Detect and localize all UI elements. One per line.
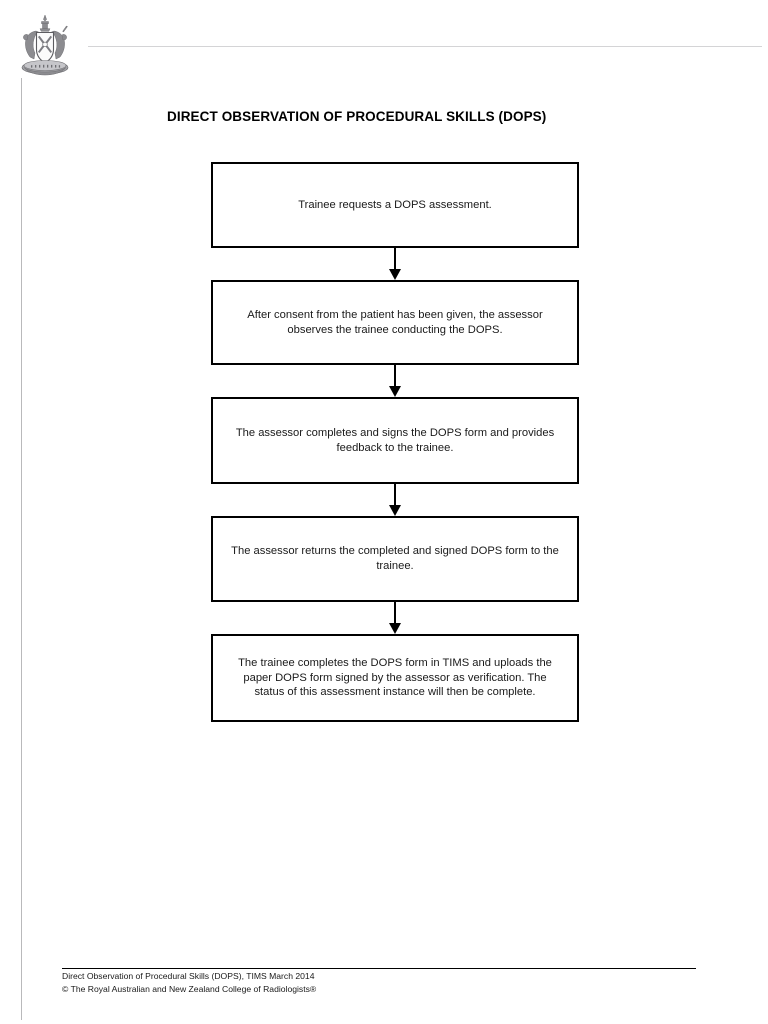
- down-arrow-icon: [389, 386, 401, 397]
- header-divider-line: [88, 46, 762, 47]
- flowchart-step-5: The trainee completes the DOPS form in T…: [211, 634, 579, 722]
- coat-of-arms-logo: [14, 12, 76, 82]
- flowchart-step-2-text: After consent from the patient has been …: [247, 308, 543, 336]
- flowchart-step-3: The assessor completes and signs the DOP…: [211, 397, 579, 484]
- down-arrow-icon: [389, 623, 401, 634]
- flow-connector-1: [211, 248, 579, 280]
- connector-stem: [393, 365, 397, 389]
- flowchart-step-2: After consent from the patient has been …: [211, 280, 579, 365]
- flowchart-step-4-text: The assessor returns the completed and s…: [231, 545, 559, 572]
- flowchart-step-3-text: The assessor completes and signs the DOP…: [235, 426, 555, 454]
- dops-process-flowchart: Trainee requests a DOPS assessment. Afte…: [211, 162, 579, 722]
- flow-connector-4: [211, 602, 579, 634]
- connector-stem: [393, 484, 397, 508]
- page-footer: Direct Observation of Procedural Skills …: [62, 968, 696, 996]
- connector-stem: [393, 602, 397, 626]
- page-title: DIRECT OBSERVATION OF PROCEDURAL SKILLS …: [167, 109, 547, 124]
- down-arrow-icon: [389, 505, 401, 516]
- flowchart-step-5-text: The trainee completes the DOPS form in T…: [238, 656, 552, 699]
- connector-stem: [393, 248, 397, 272]
- footer-divider-line: [62, 968, 696, 969]
- footer-copyright: © The Royal Australian and New Zealand C…: [62, 984, 317, 995]
- footer-document-reference: Direct Observation of Procedural Skills …: [62, 971, 315, 981]
- flowchart-step-4: The assessor returns the completed and s…: [211, 516, 579, 602]
- down-arrow-icon: [389, 269, 401, 280]
- flow-connector-3: [211, 484, 579, 516]
- flow-connector-2: [211, 365, 579, 397]
- flowchart-step-1-text: Trainee requests a DOPS assessment.: [298, 198, 492, 211]
- flowchart-step-1: Trainee requests a DOPS assessment.: [211, 162, 579, 248]
- left-vertical-rule: [21, 78, 22, 1020]
